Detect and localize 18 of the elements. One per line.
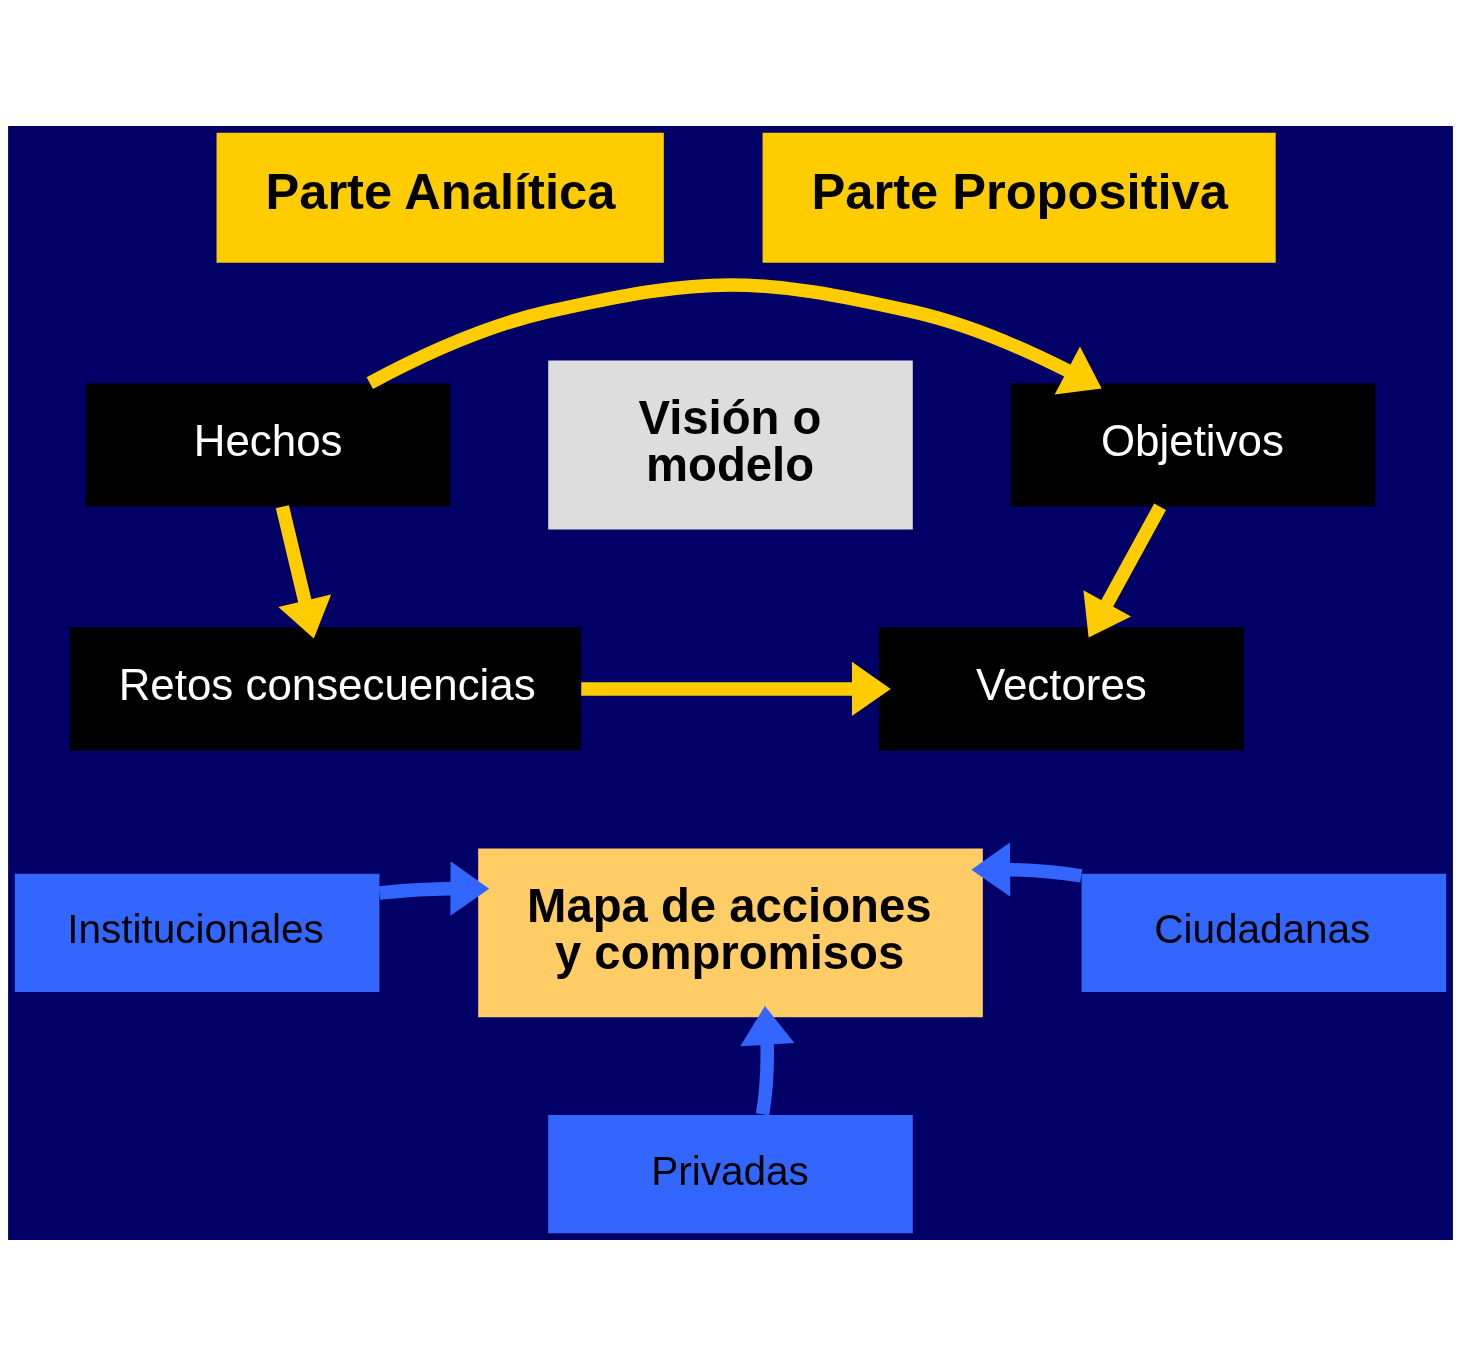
node-box: Hechos [85,383,451,507]
arrow [275,505,332,639]
node-box: Mapa de acciones y compromisos [478,848,983,1018]
node-box: Vectores [879,627,1244,751]
node-box: Ciudadanas [1081,873,1447,992]
node-box: Parte Propositiva [762,132,1276,263]
arrow [971,842,1083,897]
arrow [378,861,490,916]
node-box: Privadas [548,1115,913,1234]
arrow [581,661,891,717]
arrow [366,278,1102,395]
arrow [1083,503,1166,638]
node-box: Objetivos [1010,383,1376,507]
arrow [740,1005,795,1116]
node-box: Parte Analítica [216,132,664,263]
node-box: Institucionales [14,873,380,992]
node-box: Retos consecuencias [69,627,582,751]
node-box: Visión o modelo [548,360,913,530]
